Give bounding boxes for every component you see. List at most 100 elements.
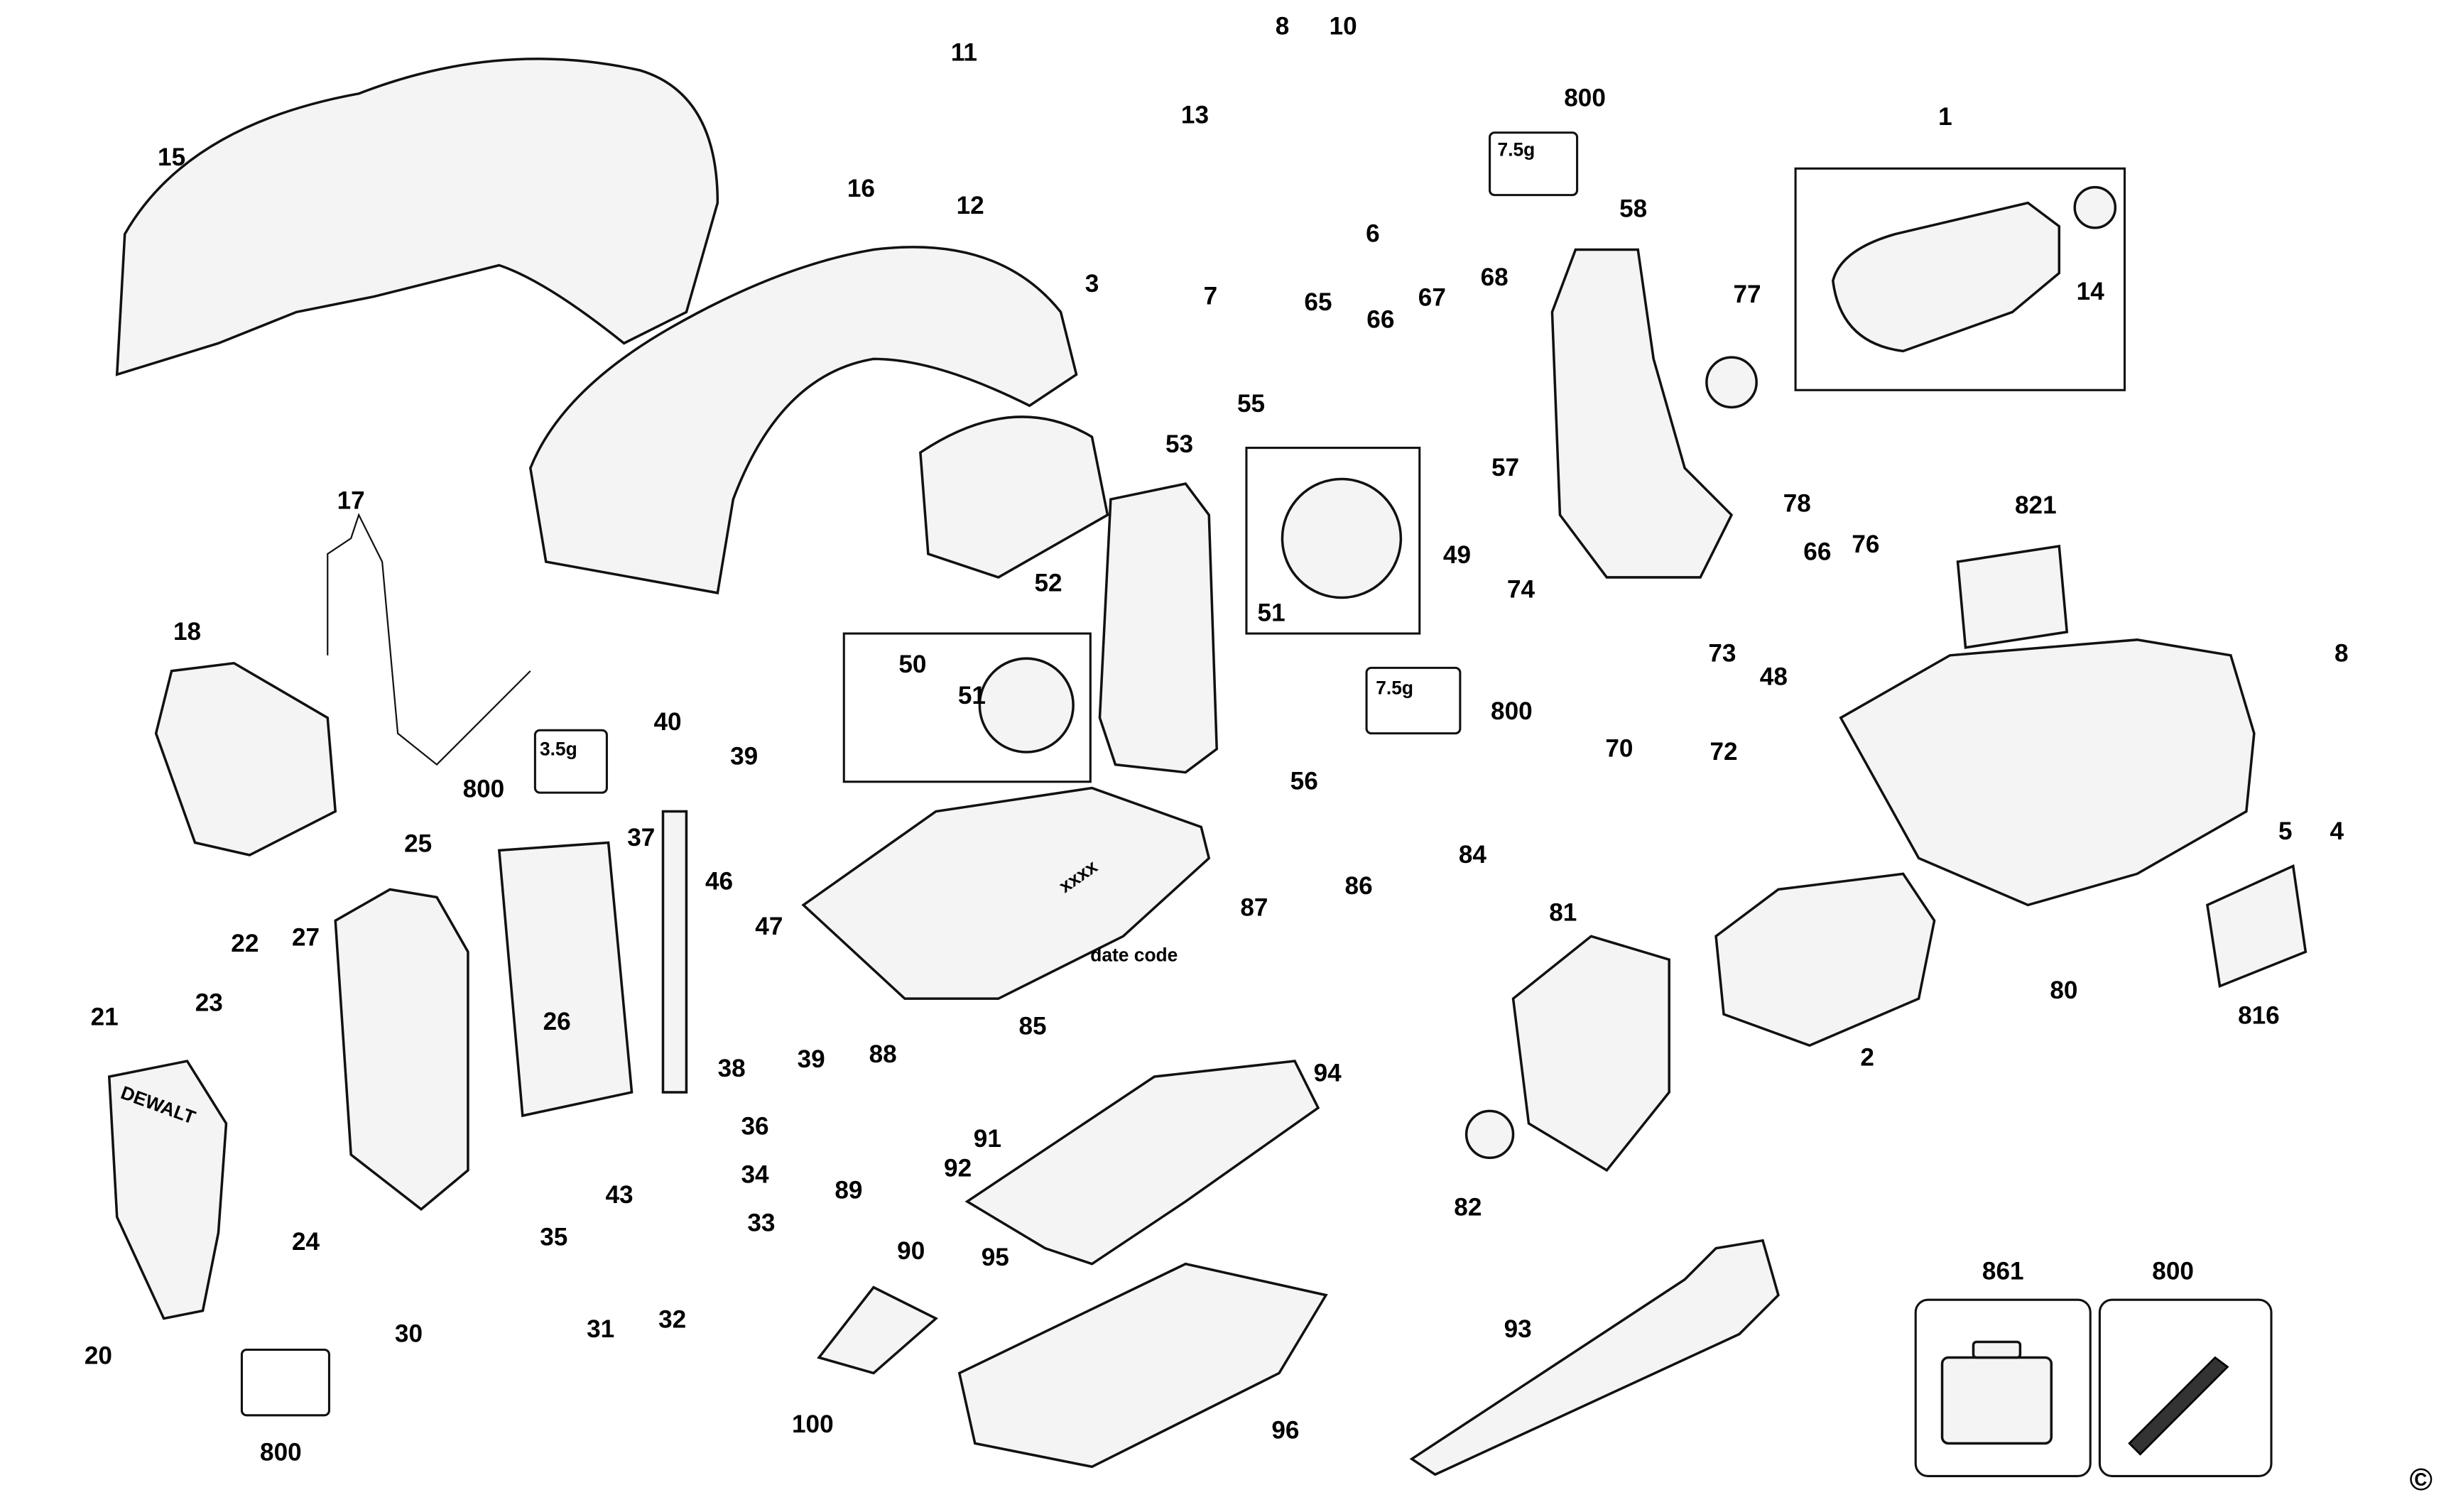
part-label: 10 (1330, 12, 1357, 40)
part-label: 34 (741, 1160, 770, 1188)
base-support-85 (801, 786, 1211, 1000)
part-label: 89 (835, 1176, 862, 1204)
part-label: 7.5g (1498, 139, 1535, 161)
part-label: 67 (1418, 284, 1446, 312)
part-label: 2 (1860, 1044, 1874, 1072)
armature (1832, 201, 2061, 353)
gearbox-housing (1550, 248, 1734, 579)
part-label: 39 (730, 743, 758, 771)
part-label: 8 (2334, 640, 2349, 668)
part-label: 77 (1733, 281, 1761, 308)
part-label: 6 (1366, 220, 1380, 248)
plunger-37 (661, 810, 688, 1094)
gear-box (1245, 447, 1421, 635)
part-label: 800 (1564, 84, 1606, 112)
dust-cover-18 (154, 661, 337, 856)
part-label: 57 (1491, 454, 1519, 482)
part-label: 13 (1181, 102, 1209, 129)
part-label: 40 (654, 708, 682, 736)
part-label: 52 (1034, 570, 1062, 597)
part-label: 800 (463, 776, 505, 803)
part-label: 49 (1443, 541, 1471, 569)
part-label: 27 (292, 923, 320, 951)
part-label: 43 (605, 1181, 633, 1209)
part-label: 33 (747, 1209, 775, 1237)
part-label: 76 (1852, 531, 1879, 558)
front-cover-21 (107, 1060, 228, 1320)
gasket-26 (497, 841, 634, 1118)
part-label: 800 (260, 1438, 302, 1466)
part-label: 3 (1085, 270, 1099, 298)
part-label: 86 (1345, 872, 1373, 900)
cam-box (842, 632, 1092, 783)
bearing-77 (1705, 356, 1758, 409)
part-label: 38 (718, 1055, 746, 1082)
grease-box-top (1489, 131, 1579, 197)
grease-box-mid (1365, 666, 1462, 735)
part-label: 861 (1982, 1258, 2024, 1285)
gear-55 (1281, 477, 1403, 599)
part-label: 4 (2330, 817, 2344, 845)
part-label: 821 (2015, 491, 2057, 519)
part-label: 1 (1938, 103, 1952, 131)
part-label: 25 (404, 830, 432, 858)
field-2 (1714, 872, 1936, 1047)
part-label: 84 (1459, 841, 1487, 869)
part-label: 74 (1507, 575, 1535, 603)
part-label: 66 (1803, 538, 1831, 566)
bearing-14 (2073, 185, 2117, 229)
part-label: date code (1090, 944, 1178, 965)
part-label: 58 (1619, 195, 1647, 222)
grease-box-large (2098, 1298, 2273, 1478)
motor-housing-80 (1839, 638, 2256, 907)
part-label: 92 (944, 1155, 972, 1182)
gear-case-25 (334, 888, 469, 1212)
part-label: 87 (1240, 894, 1268, 922)
part-label: 100 (792, 1410, 834, 1438)
part-label: 22 (231, 930, 259, 957)
part-label: 80 (2050, 977, 2077, 1004)
part-label: 68 (1481, 263, 1509, 291)
copyright-symbol: © (2410, 1462, 2433, 1497)
housing-half-left (115, 58, 719, 376)
part-label: 56 (1290, 768, 1318, 795)
part-label: 11 (951, 39, 977, 67)
motor-cap (919, 415, 1109, 579)
part-label: 53 (1165, 430, 1193, 458)
part-label: 8 (1276, 12, 1290, 40)
wire-guard-17 (327, 513, 531, 766)
armature-box (1794, 167, 2126, 391)
part-label: 15 (158, 143, 185, 171)
part-label: 93 (1504, 1315, 1532, 1343)
part-label: 85 (1018, 1013, 1046, 1040)
shoe-94 (964, 1060, 1320, 1266)
part-label: 39 (798, 1045, 825, 1073)
part-label: 18 (173, 618, 201, 646)
part-label: 7.5g (1376, 678, 1413, 699)
part-label: 82 (1454, 1194, 1482, 1222)
part-label: 48 (1760, 663, 1788, 691)
part-label: 816 (2238, 1001, 2280, 1029)
housing-half-right (528, 246, 1078, 594)
part-label: 88 (869, 1040, 897, 1068)
part-label: 21 (91, 1003, 119, 1030)
part-label: 5 (2278, 817, 2293, 845)
part-label: 23 (195, 989, 223, 1017)
part-label: 800 (1491, 697, 1533, 725)
part-label: 36 (741, 1112, 769, 1140)
part-label: 16 (847, 175, 875, 202)
ring-82 (1464, 1109, 1515, 1160)
part-label: 78 (1783, 490, 1811, 518)
part-label: 35 (540, 1223, 567, 1251)
part-label: 31 (587, 1315, 614, 1343)
cam-52 (978, 657, 1075, 754)
part-label: 50 (898, 651, 926, 678)
part-label: 46 (705, 867, 733, 895)
part-label: 91 (974, 1125, 1001, 1153)
shoe-insert-100 (817, 1285, 938, 1375)
part-label: 24 (292, 1228, 320, 1256)
part-label: 51 (1258, 599, 1285, 626)
part-label: 20 (85, 1342, 112, 1369)
